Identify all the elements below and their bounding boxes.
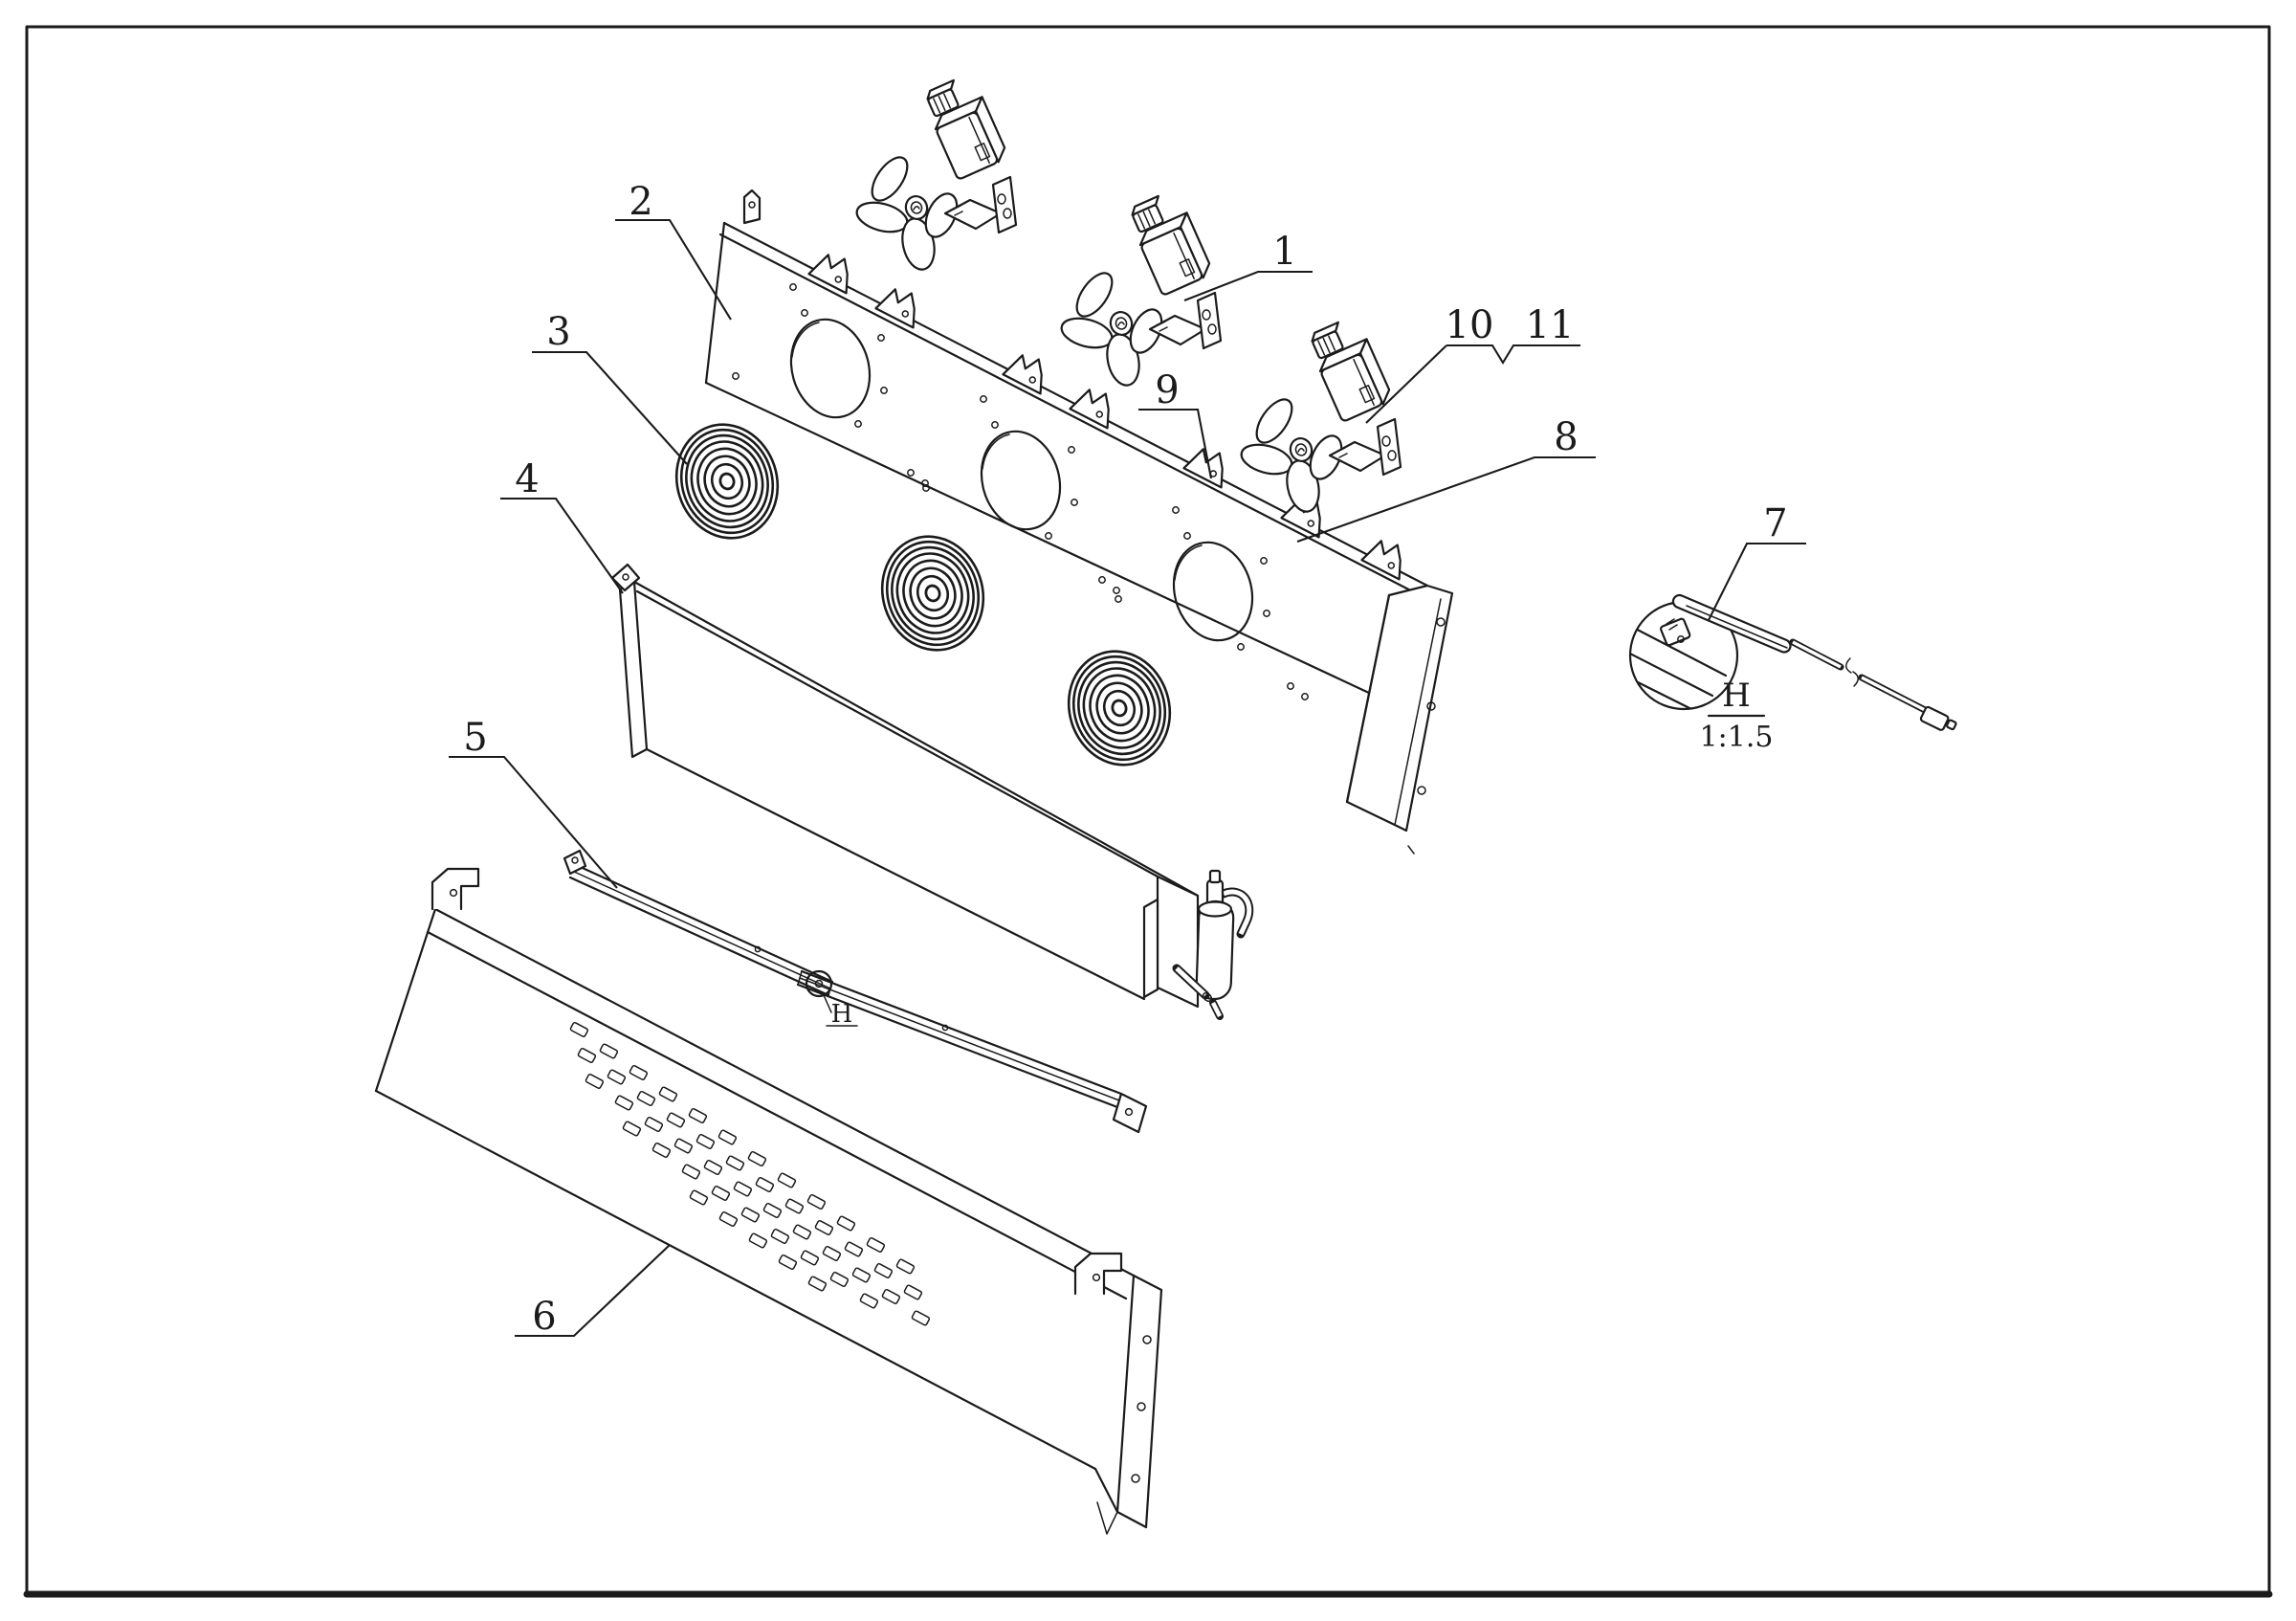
part-callout-2: 2 [629,180,652,224]
panel-end-cap [1345,584,1454,855]
part-callout-11: 11 [1526,303,1575,347]
part-callout-9: 9 [1155,368,1179,412]
sensor-clamp [1660,617,1691,647]
part-callout-5: 5 [463,716,487,760]
part-callout-3: 3 [546,310,570,354]
sensor-connector [1919,705,1950,731]
part-callout-8: 8 [1554,415,1578,459]
part-callout-4: 4 [515,457,539,501]
perforated-panel [374,867,1163,1535]
panel-screw-holes [732,283,1309,700]
part-callout-1: 1 [1272,230,1296,274]
detail-letter: H [1722,677,1751,715]
part-callout-7: 7 [1763,501,1787,545]
panel-fan-holes [789,318,1254,642]
accumulator [1172,869,1254,1020]
divider-bar: H [563,849,1148,1134]
fan-inlet-ring-3 [1052,636,1186,780]
part-callout-6: 6 [532,1295,556,1339]
detail-scale: 1:1.5 [1700,721,1774,754]
fan-inlet-ring-1 [660,410,794,553]
callout-leaders [449,218,1806,1338]
screw-detail-label: H [831,1000,853,1029]
coil-assembly [610,563,1254,1020]
detail-view-H: H 1:1.5 [1628,593,1957,754]
fan-back-panel [704,189,1454,855]
temperature-sensor [1671,593,1957,731]
part-callout-10: 10 [1446,303,1494,347]
fan-motor-assembly-1 [852,71,1018,274]
callout-numbers: 1 2 3 4 5 6 7 8 9 10 11 [463,180,1787,1339]
fan-motor-assembly-2 [1057,187,1223,389]
panel-corner-clip [742,189,762,225]
fan-inlet-ring-2 [866,522,1000,665]
detail-reference-marker: H [805,969,858,1029]
page-border [23,25,2273,1598]
vent-slots [569,1021,931,1326]
panel-right-flange [1096,1274,1163,1535]
